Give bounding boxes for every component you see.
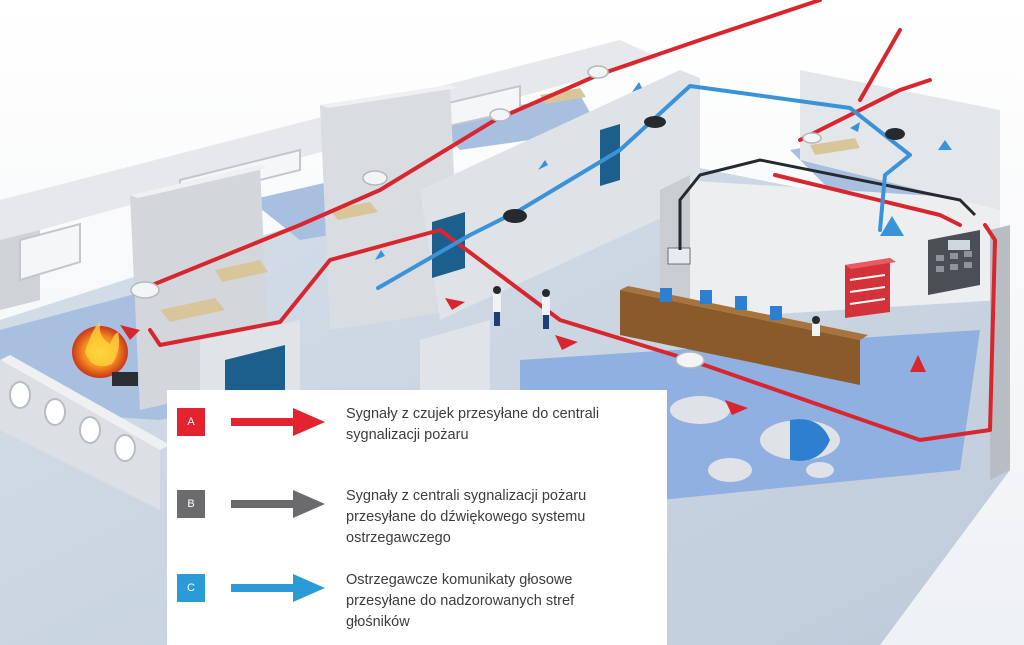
- signal-cables-dark: [678, 158, 977, 250]
- reception-counter: [620, 290, 860, 385]
- fire-icon: [72, 322, 138, 386]
- smoke-detector-icon: [130, 65, 822, 369]
- legend-text-a: Sygnały z czujek przesyłane do centrali …: [346, 406, 600, 443]
- flow-arrows: [120, 82, 952, 415]
- corridor-wall: [420, 70, 700, 320]
- fire-panel-icon: [928, 230, 980, 295]
- voice-alarm-rack-icon: [845, 258, 896, 318]
- legend-text-b: Sygnały z centrali sygnalizacji pożaru p…: [346, 488, 587, 546]
- signal-cables-blue: [376, 84, 912, 290]
- gray-arrow-icon: [231, 490, 325, 518]
- office-floor-2: [430, 95, 600, 150]
- partition-wall-2: [320, 85, 460, 330]
- legend-item-a: A Sygnały z czujek przesyłane do central…: [167, 404, 667, 464]
- legend-text-c: Ostrzegawcze komunikaty głosowe przesyła…: [346, 572, 575, 630]
- ceiling-speaker-icon: [503, 116, 905, 223]
- legend-panel: A Sygnały z czujek przesyłane do central…: [167, 390, 667, 645]
- legend-badge-a: A: [177, 408, 205, 436]
- wall-display: [667, 247, 691, 265]
- reception-chairs: [660, 288, 782, 320]
- legend-item-c: C Ostrzegawcze komunikaty głosowe przesy…: [167, 570, 667, 630]
- legend-badge-b: B: [177, 490, 205, 518]
- far-right-wall: [800, 70, 1000, 210]
- people: [493, 286, 820, 336]
- reception-back-wall: [680, 180, 1000, 320]
- desks: [160, 88, 860, 322]
- blue-arrow-icon: [231, 574, 325, 602]
- red-arrow-icon: [231, 408, 325, 436]
- lobby-seating: [670, 396, 840, 482]
- legend-item-b: B Sygnały z centrali sygnalizacji pożaru…: [167, 486, 667, 546]
- legend-badge-c: C: [177, 574, 205, 602]
